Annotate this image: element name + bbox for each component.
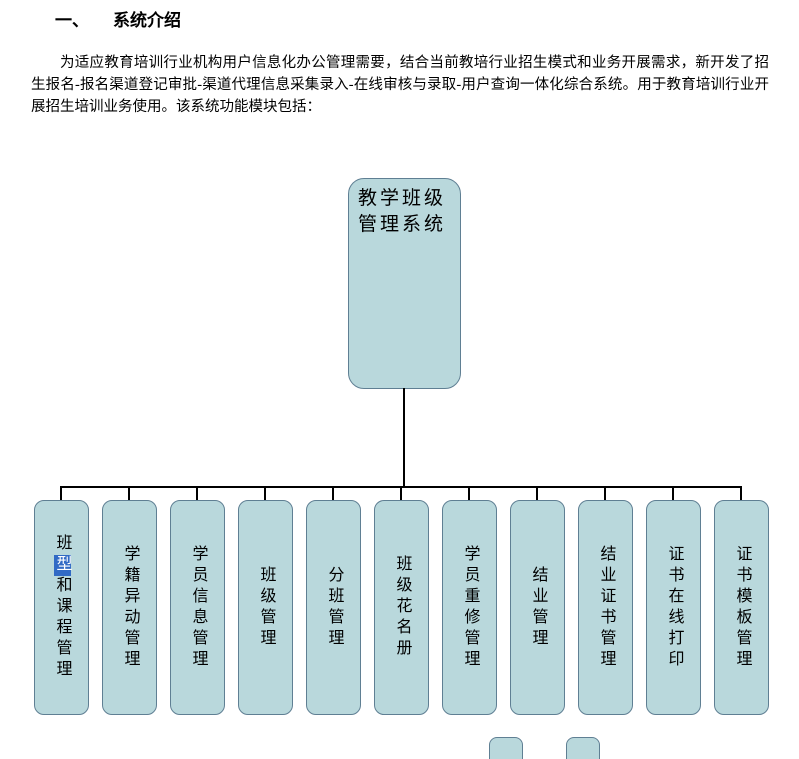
child-node-label: 学员信息管理 (189, 544, 207, 671)
root-node[interactable]: 教学班级管理系统 (348, 178, 461, 389)
child-node-class-mgmt[interactable]: 班级管理 (238, 500, 293, 715)
child-node-label: 证书在线打印 (665, 544, 683, 671)
child-node-cert-print[interactable]: 证书在线打印 (646, 500, 701, 715)
connector-vertical (403, 388, 405, 487)
heading-title: 系统介绍 (113, 11, 181, 30)
intro-paragraph: 为适应教育培训行业机构用户信息化办公管理需要，结合当前教培行业招生模式和业务开展… (31, 55, 769, 115)
child-node-certificate-mgmt[interactable]: 结业证书管理 (578, 500, 633, 715)
selected-text: 型 (53, 555, 71, 576)
heading-number: 一、 (55, 11, 89, 30)
connector-stub (196, 487, 198, 501)
connector-stub (60, 487, 62, 501)
connector-stub (332, 487, 334, 501)
child-node-retake[interactable]: 学员重修管理 (442, 500, 497, 715)
child-node-label: 班型和课程管理 (53, 534, 71, 681)
child-node-label: 结业管理 (529, 565, 547, 650)
label-text: 班 (53, 534, 71, 555)
connector-stub (128, 487, 130, 501)
connector-stub (400, 487, 402, 501)
root-node-label: 教学班级管理系统 (358, 188, 447, 235)
child-node-label: 班级花名册 (393, 555, 411, 660)
child-node-label: 结业证书管理 (597, 544, 615, 671)
connector-stub (672, 487, 674, 501)
child-node-course-type[interactable]: 班型和课程管理 (34, 500, 89, 715)
child-node-cert-template[interactable]: 证书模板管理 (714, 500, 769, 715)
partial-node[interactable] (489, 737, 523, 759)
connector-stub (264, 487, 266, 501)
partial-node[interactable] (566, 737, 600, 759)
section-heading: 一、 系统介绍 (55, 6, 181, 31)
connector-stub (740, 487, 742, 501)
child-node-label: 证书模板管理 (733, 544, 751, 671)
child-node-class-assign[interactable]: 分班管理 (306, 500, 361, 715)
child-node-student-info[interactable]: 学员信息管理 (170, 500, 225, 715)
child-node-label: 班级管理 (257, 565, 275, 650)
child-node-label: 学籍异动管理 (121, 544, 139, 671)
child-node-graduation[interactable]: 结业管理 (510, 500, 565, 715)
connector-stub (468, 487, 470, 501)
label-text: 和课程管理 (53, 576, 71, 681)
child-node-label: 学员重修管理 (461, 544, 479, 671)
child-node-student-status[interactable]: 学籍异动管理 (102, 500, 157, 715)
connector-stub (536, 487, 538, 501)
child-node-label: 分班管理 (325, 565, 343, 650)
connector-stub (604, 487, 606, 501)
child-node-roster[interactable]: 班级花名册 (374, 500, 429, 715)
